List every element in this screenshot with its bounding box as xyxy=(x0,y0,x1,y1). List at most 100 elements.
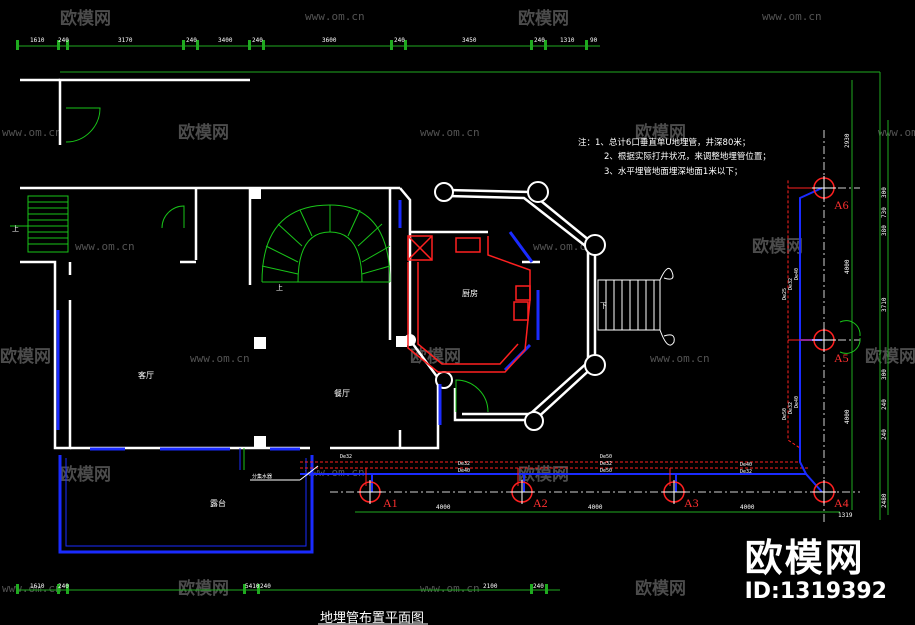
room-dining: 餐厅 xyxy=(334,389,350,398)
watermark-brand: 欧模网 xyxy=(752,236,803,257)
well-crosshairs xyxy=(358,176,836,504)
dim-text: 240 xyxy=(186,37,197,44)
well-label: A1 xyxy=(383,496,398,510)
pipe-label: De32 xyxy=(600,461,612,467)
pipe-label: De50 xyxy=(782,408,788,420)
dim-text: 2480 xyxy=(881,493,888,508)
pipe-label: De40 xyxy=(458,468,470,474)
dimension-lines xyxy=(18,45,889,591)
well-label: A4 xyxy=(834,496,849,510)
pipe-supply xyxy=(300,180,810,469)
doors xyxy=(65,107,861,470)
pipe-label: De32 xyxy=(340,454,352,460)
pipe-label: De32 xyxy=(788,278,794,290)
dim-text: 240 xyxy=(533,583,544,590)
well-spacing-dimensions: 4000 4000 4000 1319 xyxy=(436,504,853,519)
pipe-label: De50 xyxy=(600,468,612,474)
dim-text: 3450 xyxy=(462,37,477,44)
stair-spiral xyxy=(261,204,391,283)
stair-down-mark: 下 xyxy=(600,302,607,310)
pipe-label: De25 xyxy=(782,288,788,300)
well-labels: A1 A2 A3 A4 A5 A6 xyxy=(383,198,849,510)
stair-right xyxy=(597,267,675,346)
watermark-url: www.om.cn xyxy=(533,240,593,253)
terrace-outline xyxy=(65,448,307,547)
dim-text: 2930 xyxy=(844,133,851,148)
dim-text: 1319 xyxy=(838,512,853,519)
pipe-label: De40 xyxy=(740,462,752,468)
dim-text: 4000 xyxy=(844,409,851,424)
room-labels: 客厅 餐厅 厨房 露台 xyxy=(138,288,478,508)
dimension-ticks xyxy=(16,40,588,594)
watermark-url: www.om.cn xyxy=(2,126,62,139)
well-label: A6 xyxy=(834,198,849,212)
pipe-label: De32 xyxy=(740,469,752,475)
badge-brand: 欧模网 xyxy=(744,536,865,580)
dim-text: 1310 xyxy=(560,37,575,44)
well-label: A5 xyxy=(834,351,849,365)
stair-left xyxy=(10,195,69,253)
watermark-brand: 欧模网 xyxy=(60,8,111,29)
room-terrace: 露台 xyxy=(210,498,226,508)
dim-text: 240 xyxy=(260,583,271,590)
top-dimensions: 1610 240 3170 240 3400 240 3600 240 3450… xyxy=(30,37,598,44)
watermark-brand: 欧模网 xyxy=(635,578,686,599)
watermark-brand: 欧模网 xyxy=(0,346,51,367)
watermark-brand: 欧模网 xyxy=(635,122,686,143)
drawing-title: 地埋管布置平面图 xyxy=(320,611,424,625)
dim-text: 3400 xyxy=(218,37,233,44)
well-label: A2 xyxy=(533,496,548,510)
watermark-badge: 欧模网 ID:1319392 xyxy=(745,537,887,605)
watermark-url: www.om.cn xyxy=(878,126,915,139)
pipe-return xyxy=(300,187,823,493)
wells xyxy=(359,177,835,503)
dim-text: 240 xyxy=(58,37,69,44)
watermark-layer: 欧模网 www.om.cn 欧模网 www.om.cn www.om.cn 欧模… xyxy=(0,8,915,599)
pipe-label: De50 xyxy=(600,454,612,460)
watermark-brand: 欧模网 xyxy=(178,122,229,143)
pipe-label: De40 xyxy=(794,396,800,408)
dim-text: 300 xyxy=(881,187,888,198)
dim-text: 3600 xyxy=(322,37,337,44)
stair-up-mark: 上 xyxy=(12,224,19,233)
dim-text: 4000 xyxy=(740,504,755,511)
watermark-brand: 欧模网 xyxy=(410,346,461,367)
watermark-brand: 欧模网 xyxy=(60,464,111,485)
dim-text: 1610 xyxy=(30,583,45,590)
manifold-callout: 分集水器 xyxy=(250,465,319,481)
dim-text: 240 xyxy=(394,37,405,44)
dim-text: 240 xyxy=(58,583,69,590)
pipe-label: De32 xyxy=(788,402,794,414)
room-kitchen: 厨房 xyxy=(462,288,478,298)
dim-text: 2100 xyxy=(483,583,498,590)
note-line: 注：1、总计6口垂直单U地埋管，井深80米； xyxy=(578,137,750,148)
badge-id: ID:1319392 xyxy=(744,579,887,604)
dim-text: 5410 xyxy=(245,583,260,590)
manifold-label: 分集水器 xyxy=(252,473,272,480)
right-dimensions: 2930 300 730 380 4000 3710 300 4000 240 … xyxy=(844,133,888,508)
dim-text: 240 xyxy=(881,429,888,440)
note-line: 3、水平埋管地面埋深地面1米以下； xyxy=(604,166,742,177)
watermark-url: www.om.cn xyxy=(305,10,365,23)
kitchen-fixtures xyxy=(407,235,531,373)
columns xyxy=(404,181,606,431)
dim-text: 240 xyxy=(252,37,263,44)
dim-text: 90 xyxy=(590,37,598,44)
watermark-url: www.om.cn xyxy=(650,352,710,365)
dim-text: 4000 xyxy=(844,259,851,274)
watermark-url: www.om.cn xyxy=(305,466,365,479)
walls xyxy=(20,78,597,450)
dim-text: 3710 xyxy=(881,297,888,312)
dim-text: 240 xyxy=(534,37,545,44)
dim-text: 4000 xyxy=(436,504,451,511)
dim-text: 380 xyxy=(881,225,888,236)
watermark-url: www.om.cn xyxy=(420,582,480,595)
dim-text: 300 xyxy=(881,369,888,380)
dim-text: 1610 xyxy=(30,37,45,44)
stair-marks: 上 上 下 xyxy=(12,224,607,310)
design-notes: 注：1、总计6口垂直单U地埋管，井深80米； 2、根据实际打井状况，来调整地埋管… xyxy=(578,137,771,177)
stair-up-mark: 上 xyxy=(276,283,283,292)
watermark-brand: 欧模网 xyxy=(518,8,569,29)
dim-text: 3170 xyxy=(118,37,133,44)
